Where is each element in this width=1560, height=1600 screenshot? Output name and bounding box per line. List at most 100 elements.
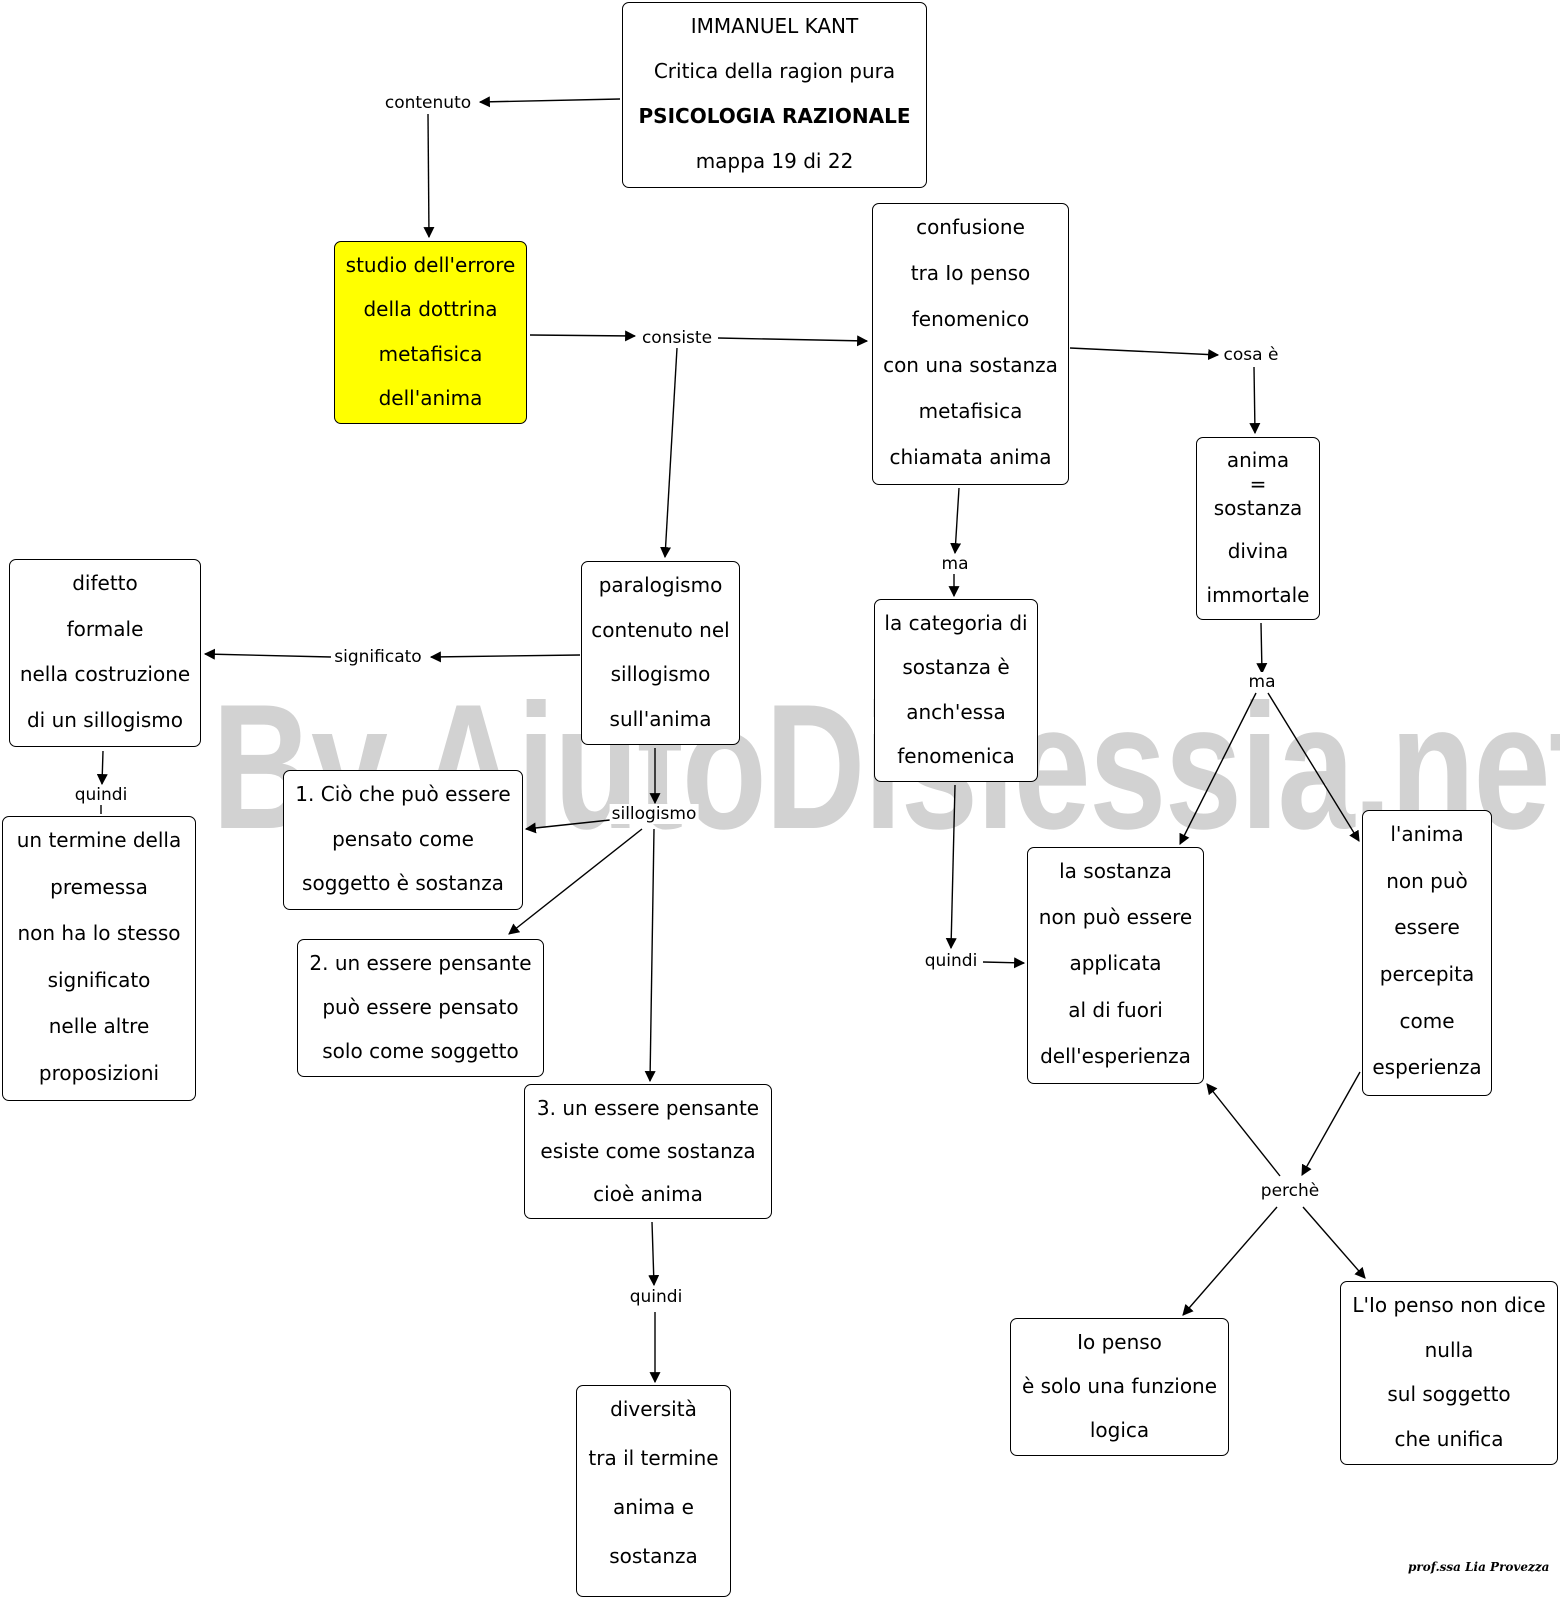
node-diversita: diversità tra il termine anima e sostanz… <box>576 1385 731 1597</box>
edge <box>982 957 1026 969</box>
node-paralogismo: paralogismo contenuto nel sillogismo sul… <box>581 561 740 745</box>
link-label-contenuto: contenuto <box>382 93 474 113</box>
node-kant: IMMANUEL KANT Critica della ragion pura … <box>622 2 927 188</box>
edge <box>660 347 678 559</box>
node-termine-line: premessa <box>50 874 148 899</box>
node-premessa-3: 3. un essere pensante esiste come sostan… <box>524 1084 772 1219</box>
node-diversita-line: diversità <box>610 1397 697 1421</box>
edge <box>1302 1206 1366 1279</box>
node-anima-sostanza-line: immortale <box>1206 582 1310 607</box>
node-premessa-1-line: soggetto è sostanza <box>302 871 504 896</box>
node-diversita-line: anima e <box>613 1495 694 1519</box>
node-anima-sostanza-line: sostanza <box>1213 496 1303 520</box>
link-label-cosa-e: cosa è <box>1221 345 1281 365</box>
node-difetto-line: difetto <box>72 571 138 595</box>
edge <box>1182 1206 1278 1316</box>
node-categoria-line: fenomenica <box>897 743 1015 768</box>
author-credit: prof.ssa Lia Provezza <box>1408 1560 1550 1574</box>
edge <box>644 828 656 1083</box>
node-anima-non: l'anima non può essere percepita come es… <box>1362 810 1492 1096</box>
node-studio-line: dell'anima <box>378 385 483 410</box>
node-studio-line: metafisica <box>378 341 483 366</box>
link-label-quindi-1: quindi <box>72 785 130 805</box>
node-categoria-line: anch'essa <box>906 699 1006 724</box>
node-io-penso-dice-line: L'Io penso non dice <box>1352 1293 1546 1317</box>
edge <box>1301 1071 1361 1176</box>
node-studio-line: della dottrina <box>363 297 498 322</box>
node-paralogismo-line: contenuto nel <box>591 617 730 642</box>
node-categoria: la categoria di sostanza è anch'essa fen… <box>874 599 1038 782</box>
node-premessa-1-line: 1. Ciò che può essere <box>295 782 511 806</box>
node-anima-non-line: esperienza <box>1372 1055 1482 1080</box>
node-difetto-line: di un sillogismo <box>26 707 184 732</box>
edge <box>203 648 332 660</box>
link-label-quindi-2: quindi <box>922 951 980 971</box>
node-premessa-2-line: 2. un essere pensante <box>309 951 532 975</box>
node-io-penso-line: logica <box>1089 1418 1150 1442</box>
node-sostanza-non-line: applicata <box>1069 951 1162 976</box>
edge <box>1267 692 1360 842</box>
node-diversita-line: tra il termine <box>588 1446 719 1470</box>
edge <box>1206 1083 1281 1177</box>
node-kant-line: IMMANUEL KANT <box>690 14 859 38</box>
node-io-penso-line: Io penso <box>1077 1330 1162 1354</box>
node-confusione-line: confusione <box>916 215 1025 239</box>
node-kant-line: Critica della ragion pura <box>653 59 896 83</box>
node-termine: un termine della premessa non ha lo stes… <box>2 816 196 1101</box>
link-label-perche: perchè <box>1258 1181 1322 1201</box>
edge <box>423 113 435 239</box>
node-termine-line: proposizioni <box>38 1060 160 1085</box>
link-label-quindi-3: quindi <box>627 1287 685 1307</box>
node-io-penso-dice: L'Io penso non dice nulla sul soggetto c… <box>1340 1281 1558 1465</box>
node-premessa-1-line: pensato come <box>332 826 474 851</box>
node-premessa-2-line: solo come soggetto <box>322 1039 519 1063</box>
node-confusione: confusione tra Io penso fenomenico con u… <box>872 203 1069 485</box>
edge <box>478 96 621 108</box>
link-label-ma-1: ma <box>939 554 971 574</box>
node-anima-non-line: percepita <box>1379 962 1475 987</box>
edge <box>96 750 108 786</box>
node-anima-non-line: come <box>1399 1008 1455 1033</box>
link-label-consiste: consiste <box>639 328 715 348</box>
node-confusione-line: metafisica <box>918 399 1023 423</box>
edge <box>945 784 957 950</box>
node-premessa-3-line: esiste come sostanza <box>540 1139 756 1163</box>
link-label-sillogismo: sillogismo <box>609 804 699 824</box>
edge <box>508 828 643 935</box>
node-diversita-line: sostanza <box>609 1544 698 1568</box>
edge <box>529 330 637 342</box>
node-paralogismo-line: paralogismo <box>598 573 723 597</box>
node-difetto-line: nella costruzione <box>19 662 191 686</box>
edge <box>429 651 581 663</box>
node-studio-line: studio dell'errore <box>345 253 516 277</box>
node-studio-errore: studio dell'errore della dottrina metafi… <box>334 241 527 424</box>
node-termine-line: un termine della <box>16 828 182 852</box>
node-sostanza-non-line: la sostanza <box>1059 859 1172 883</box>
node-anima-non-line: essere <box>1394 915 1460 940</box>
node-anima-non-line: non può <box>1386 868 1468 893</box>
node-io-penso-dice-line: che unifica <box>1394 1426 1504 1451</box>
node-kant-line: mappa 19 di 22 <box>695 149 854 173</box>
node-confusione-line: tra Io penso <box>910 261 1031 285</box>
node-io-penso-dice-line: sul soggetto <box>1387 1382 1511 1406</box>
node-confusione-line: fenomenico <box>911 307 1030 331</box>
node-anima-sostanza-line: divina <box>1227 539 1289 563</box>
node-categoria-line: la categoria di <box>884 611 1028 635</box>
node-termine-line: non ha lo stesso <box>17 921 181 945</box>
node-sostanza-non: la sostanza non può essere applicata al … <box>1027 847 1204 1084</box>
edge <box>1256 622 1268 675</box>
node-paralogismo-line: sillogismo <box>610 662 711 686</box>
node-premessa-3-line: cioè anima <box>593 1182 703 1206</box>
node-premessa-2-line: può essere pensato <box>322 995 519 1019</box>
edge <box>1249 366 1261 435</box>
node-confusione-line: con una sostanza <box>883 353 1058 377</box>
node-sostanza-non-line: non può essere <box>1038 905 1193 930</box>
node-termine-line: significato <box>47 967 151 992</box>
node-io-penso-line: è solo una funzione <box>1021 1374 1218 1398</box>
edge <box>1179 692 1257 845</box>
node-premessa-2: 2. un essere pensante può essere pensato… <box>297 939 544 1077</box>
node-kant-line: PSICOLOGIA RAZIONALE <box>638 104 911 128</box>
edge <box>524 819 611 834</box>
node-anima-non-line: l'anima <box>1390 822 1464 846</box>
